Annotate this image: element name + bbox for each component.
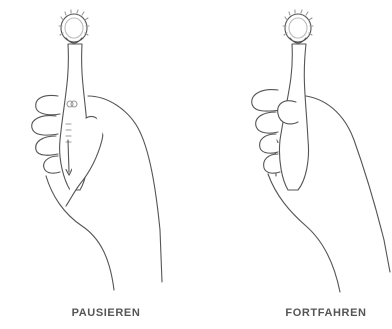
panel-pause [32, 10, 162, 290]
hand-icon [32, 96, 162, 291]
brush-head-icon [283, 10, 313, 43]
brush-head-icon [59, 10, 89, 43]
caption-continue: FORTFAHREN [256, 306, 392, 320]
caption-pause: PAUSIEREN [36, 306, 176, 320]
panel-continue [252, 10, 390, 292]
hand-icon [252, 90, 390, 292]
